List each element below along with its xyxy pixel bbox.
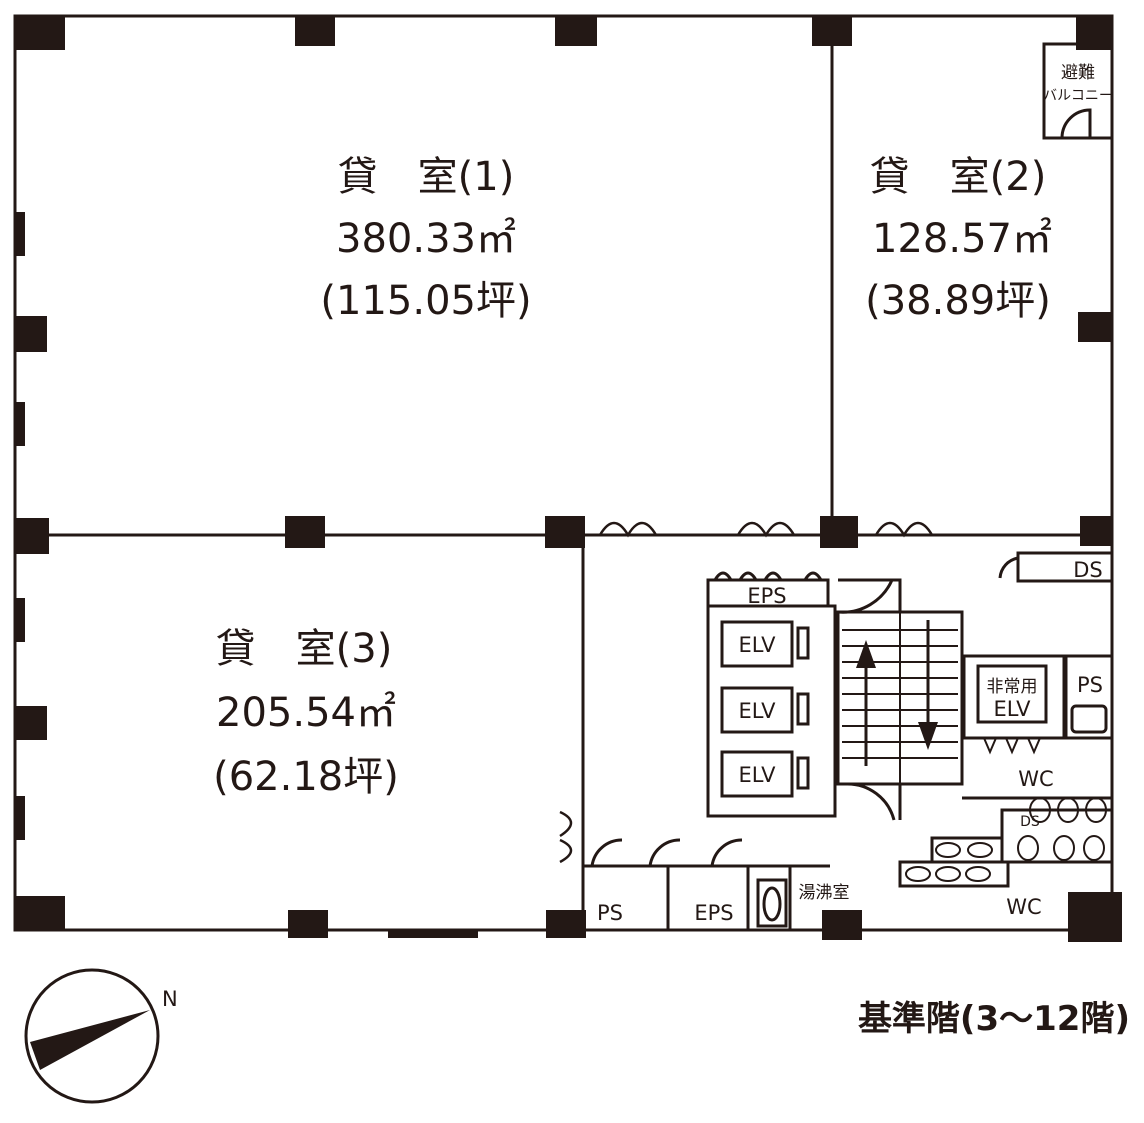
ps-label-right: PS [1077, 673, 1103, 697]
elv-car-3 [720, 750, 794, 798]
partition-doors [559, 521, 934, 864]
room3-area: 205.54㎡ [216, 690, 396, 736]
elv-label-2: ELV [738, 699, 776, 723]
wc-label-upper: WC [1018, 767, 1053, 791]
compass-north-label: N [162, 987, 178, 1011]
room1-tsubo: (115.05坪) [320, 278, 531, 324]
room1-area: 380.33㎡ [336, 216, 516, 262]
stair-treads [842, 612, 958, 784]
emergency-elv-label-1: 非常用 [987, 677, 1038, 697]
room3-tsubo: (62.18坪) [213, 754, 399, 800]
elv-car-2 [720, 686, 794, 734]
stair-door-bottom [838, 782, 902, 821]
ds-label-top: DS [1073, 558, 1103, 582]
compass-needle [30, 1010, 150, 1070]
balcony-label-1: 避難 [1061, 63, 1095, 83]
room2-name: 貸 室(2) [870, 154, 1047, 200]
ps-label-bottom: PS [597, 901, 623, 925]
columns [15, 16, 1122, 942]
eps-label-upper: EPS [747, 584, 786, 608]
stair-door-top [837, 578, 902, 614]
kitchenette-label: 湯沸室 [799, 883, 850, 903]
stair-arrows [856, 620, 938, 766]
compass: N [24, 968, 178, 1104]
elv-label-3: ELV [738, 763, 776, 787]
compass-circle [24, 968, 160, 1104]
room1-name: 貸 室(1) [338, 154, 515, 200]
emergency-elevator [962, 654, 1066, 740]
ds-door [998, 556, 1019, 579]
elevator-shaft [706, 604, 837, 818]
eps-label-bottom: EPS [694, 901, 733, 925]
elv-label-1: ELV [738, 633, 776, 657]
ds-top [1016, 551, 1114, 583]
room2-tsubo: (38.89坪) [865, 278, 1051, 324]
balcony-label-2: バルコニー [1043, 88, 1113, 104]
emergency-elv-label-2: ELV [993, 697, 1031, 721]
wc-label-lower: WC [1006, 895, 1041, 919]
balcony-door [1060, 108, 1092, 139]
room3-name: 貸 室(3) [216, 626, 393, 672]
wc-fixtures [905, 737, 1107, 882]
ds-label-lower: DS [1020, 814, 1040, 830]
elv-car-1 [720, 620, 794, 668]
floor-title: 基準階(3〜12階) [858, 999, 1130, 1039]
room2-area: 128.57㎡ [872, 216, 1052, 262]
ps-right [1064, 654, 1114, 740]
